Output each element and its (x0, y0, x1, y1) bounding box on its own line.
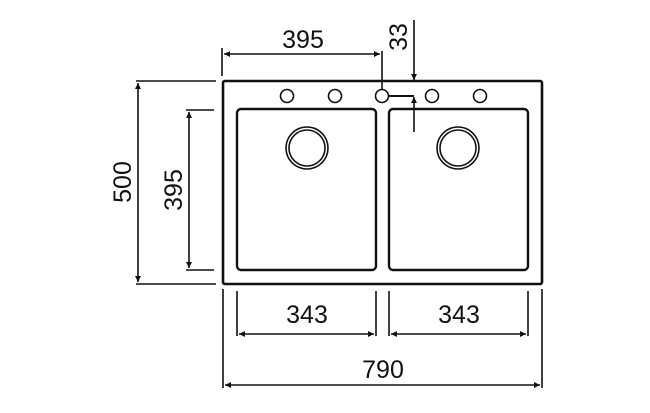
tap-holes (279, 88, 488, 104)
dim-label-tap-offset-x: 395 (282, 26, 324, 54)
dim-right-bowl-width (388, 291, 529, 337)
dim-label-right-bowl-width: 343 (438, 301, 480, 329)
left-drain-icon (285, 126, 329, 170)
dim-label-tap-offset-y: 33 (385, 23, 413, 51)
dim-tap-offset-y (389, 20, 417, 132)
tap-hole-icon (472, 88, 488, 104)
right-bowl (387, 107, 530, 272)
sink-outline (221, 79, 544, 286)
dim-label-overall-depth: 500 (109, 161, 137, 203)
dim-overall-depth (135, 80, 216, 285)
left-bowl (235, 107, 378, 272)
dim-label-bowl-depth: 395 (160, 169, 188, 211)
tap-hole-icon (279, 88, 295, 104)
drains (285, 126, 480, 170)
tap-hole-icon (327, 88, 343, 104)
tap-hole-icon (374, 88, 390, 104)
dim-label-overall-width: 790 (362, 356, 404, 384)
tap-hole-icon (424, 88, 440, 104)
right-drain-icon (436, 126, 480, 170)
dim-label-left-bowl-width: 343 (286, 301, 328, 329)
dim-left-bowl-width (236, 291, 377, 337)
dim-overall-width (222, 289, 543, 388)
dim-bowl-depth (186, 109, 214, 271)
dim-tap-offset-x (221, 48, 383, 90)
sink-outer-frame (221, 79, 544, 286)
